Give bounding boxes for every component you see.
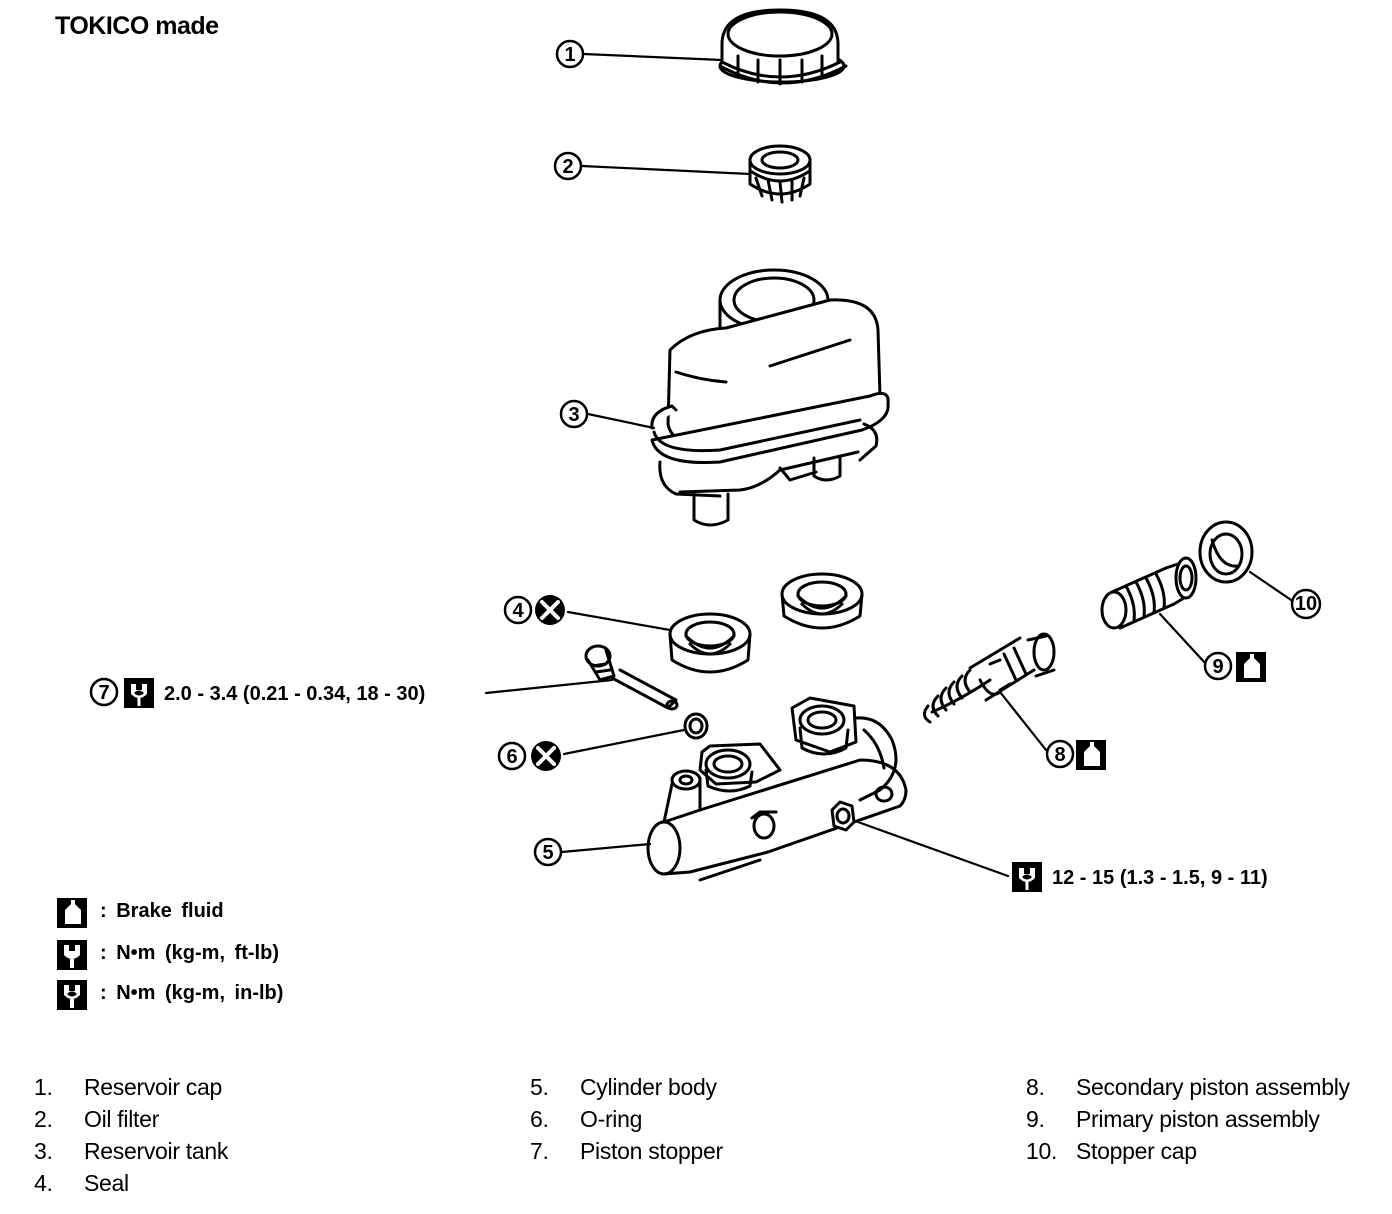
oil-filter-part [748, 144, 812, 204]
primary-piston-part [1100, 556, 1198, 630]
reservoir-cap-part [718, 8, 848, 86]
svg-text:1: 1 [564, 44, 575, 66]
svg-text:4: 4 [512, 600, 524, 622]
callout-5: 5 [533, 837, 563, 867]
legend-label-nm-inlb: : N•m (kg-m, in-lb) [100, 982, 284, 1004]
svg-text:5: 5 [542, 842, 553, 864]
callout-4: 4 [503, 595, 533, 625]
torque-inlb-icon [124, 678, 154, 708]
brake-fluid-icon [1236, 652, 1266, 682]
cylinder-body-part [646, 696, 908, 882]
torque-inlb-icon [1012, 862, 1042, 892]
svg-text:2: 2 [562, 156, 573, 178]
legend-label-brake-fluid: : Brake fluid [100, 900, 224, 922]
seal-part-left [668, 612, 752, 674]
callout-10: 10 [1290, 588, 1322, 620]
callout-9: 9 [1203, 651, 1233, 681]
legend-row-brake-fluid: : Brake fluid [57, 898, 377, 930]
callout-8: 8 [1045, 739, 1075, 769]
callout-3: 3 [559, 399, 589, 429]
legend-row-nm-inlb: : N•m (kg-m, in-lb) [57, 980, 377, 1012]
o-ring-part [683, 712, 709, 740]
brake-fluid-icon [1076, 740, 1106, 770]
parts-list-column-2: 5. Cylinder body 6. O-ring 7. Piston sto… [530, 1074, 723, 1164]
svg-text:10: 10 [1295, 593, 1317, 615]
callout-1: 1 [555, 39, 585, 69]
legend-label-nm-ftlb: : N•m (kg-m, ft-lb) [100, 942, 279, 964]
svg-text:9: 9 [1212, 656, 1223, 678]
secondary-piston-part [923, 632, 1056, 724]
leader-lines [484, 52, 1296, 878]
stopper-cap-part [1198, 520, 1254, 584]
brake-fluid-icon [57, 898, 87, 928]
piston-stopper-part [584, 644, 679, 711]
legend-row-nm-ftlb: : N•m (kg-m, ft-lb) [57, 940, 377, 972]
replace-x-icon [531, 741, 561, 771]
mounting-nut-part [830, 800, 856, 832]
svg-text:7: 7 [98, 682, 109, 704]
svg-text:3: 3 [568, 404, 579, 426]
svg-text:6: 6 [506, 746, 517, 768]
callout-6: 6 [497, 741, 527, 771]
torque-value-nut: 12 - 15 (1.3 - 1.5, 9 - 11) [1052, 867, 1268, 889]
callout-7: 7 [89, 677, 119, 707]
torque-value-piston-stopper: 2.0 - 3.4 (0.21 - 0.34, 18 - 30) [164, 683, 425, 705]
torque-ftlb-icon [57, 940, 87, 970]
reservoir-tank-part [650, 268, 890, 527]
seal-part-right [780, 572, 864, 630]
replace-x-icon [535, 595, 565, 625]
callout-2: 2 [553, 151, 583, 181]
svg-text:8: 8 [1054, 744, 1065, 766]
parts-list-column-3: 8. Secondary piston assembly 9. Primary … [1026, 1074, 1350, 1164]
parts-list-column-1: 1. Reservoir cap 2. Oil filter 3. Reserv… [34, 1074, 229, 1196]
diagram-title: TOKICO made [55, 12, 219, 40]
torque-inlb-icon [57, 980, 87, 1010]
